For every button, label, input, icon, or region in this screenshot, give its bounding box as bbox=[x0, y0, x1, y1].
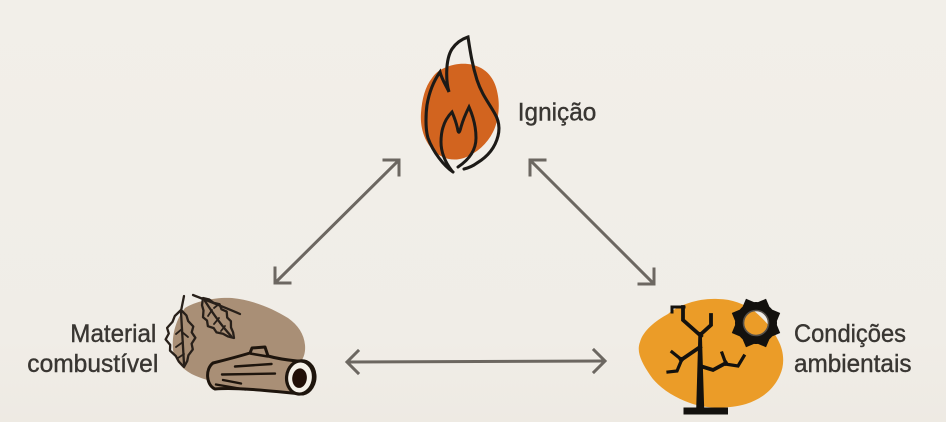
svg-text:Material: Material bbox=[70, 320, 156, 348]
svg-text:combustível: combustível bbox=[27, 350, 158, 378]
svg-text:Condições: Condições bbox=[794, 320, 906, 348]
svg-text:Ignição: Ignição bbox=[518, 98, 597, 126]
svg-text:ambientais: ambientais bbox=[794, 350, 912, 378]
